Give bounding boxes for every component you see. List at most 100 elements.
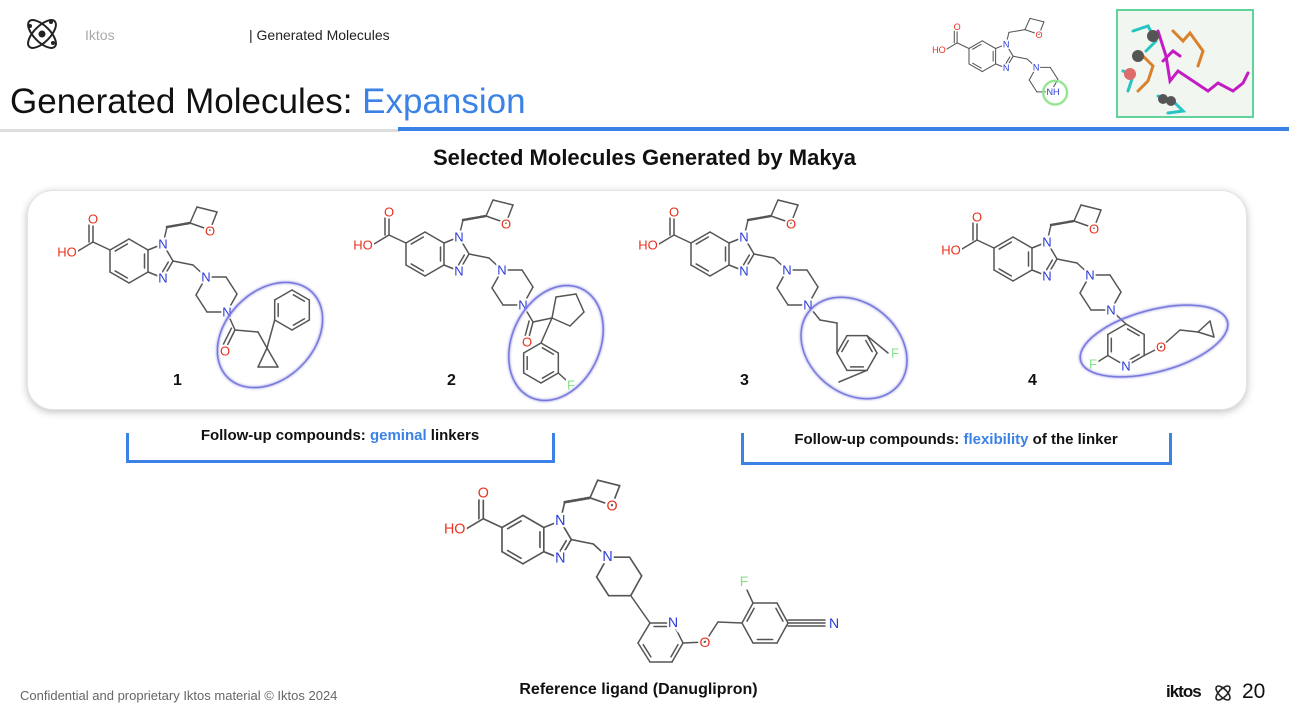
atom-label-nitrogen: N [555, 550, 565, 566]
bond [595, 576, 610, 597]
atom-label-oxygen: O [606, 499, 617, 515]
bond [670, 643, 679, 658]
title-rule-gray [0, 129, 400, 132]
bond [506, 520, 522, 530]
reference-ligand-core: HO O N N O N [442, 479, 643, 597]
iktos-footer-icon [1215, 685, 1231, 701]
bond [482, 517, 503, 529]
atom-label-fluorine: F [740, 573, 749, 589]
bond [1038, 21, 1045, 36]
bond [589, 496, 613, 507]
bond [522, 550, 545, 565]
atom-label-nitrogen: N [1003, 39, 1010, 49]
bond [682, 641, 706, 644]
molecule-number: 2 [447, 372, 456, 389]
bond [741, 622, 754, 644]
bond [946, 42, 958, 50]
bracket-accent: flexibility [963, 431, 1029, 448]
bond [506, 549, 522, 560]
bond [501, 514, 524, 529]
bond [1026, 58, 1037, 68]
bond [704, 621, 719, 643]
atom-label-nitrogen: N [555, 513, 565, 529]
section-subtitle: Selected Molecules Generated by Makya [432, 145, 857, 170]
molecule-number: 3 [740, 372, 749, 389]
bond [1005, 43, 1014, 57]
bond [1029, 17, 1045, 23]
footer-brand: iktos [1166, 682, 1202, 701]
bond [956, 42, 970, 50]
bond [596, 479, 621, 487]
bracket-geminal [126, 433, 555, 463]
brand-name: Iktos [85, 27, 115, 43]
bracket-suffix: of the linker [1028, 431, 1118, 448]
bracket-accent: geminal [369, 427, 427, 444]
bond [981, 63, 997, 73]
bond [1008, 29, 1026, 33]
atom-label-nitrogen: N [1003, 63, 1010, 73]
bond [972, 43, 982, 50]
bond [1024, 29, 1040, 36]
bond [570, 538, 595, 545]
molecule-number: 1 [173, 372, 182, 389]
bond [746, 607, 755, 622]
bond [775, 607, 784, 622]
bond [592, 543, 609, 559]
atom-label-hydroxyl: HO [444, 522, 465, 538]
bond [1024, 17, 1031, 31]
bond [558, 539, 568, 554]
iktos-logo-icon [27, 19, 57, 49]
title-accent: Expansion [362, 82, 526, 121]
bond [671, 642, 684, 663]
atom-label-oxygen: O [478, 485, 489, 501]
bond [1028, 79, 1038, 93]
bracket-flexibility [741, 433, 1172, 465]
bond [595, 556, 609, 578]
page-title: Generated Molecules: Expansion [10, 82, 526, 122]
confidentiality-notice: Confidential and proprietary Iktos mater… [20, 688, 338, 703]
bracket-suffix: linkers [426, 427, 480, 444]
bracket-label-flexibility: Follow-up compounds: flexibility of the … [742, 431, 1170, 448]
bond [672, 622, 684, 644]
bond [637, 642, 651, 663]
bond [717, 621, 743, 624]
bracket-label-geminal: Follow-up compounds: geminal linkers [127, 427, 553, 444]
bond [1049, 66, 1059, 80]
atom-label-oxygen: O [1035, 30, 1042, 40]
bond [776, 622, 789, 644]
bond [995, 43, 1007, 50]
bond [972, 62, 982, 69]
reference-ligand-tail: N O F N [630, 571, 841, 663]
title-rule-blue [398, 127, 1289, 131]
bond [563, 496, 592, 504]
bond [629, 575, 643, 597]
title-main: Generated Molecules: [10, 82, 363, 121]
bond [628, 556, 643, 577]
bond [741, 602, 754, 624]
page-number: 20 [1242, 680, 1266, 703]
bond [637, 622, 651, 644]
bond [1050, 78, 1059, 93]
bond [1005, 55, 1014, 69]
atom-label-nitrogen: N [602, 549, 612, 565]
hit-circle [1042, 79, 1068, 106]
molecule-number: 4 [1028, 372, 1037, 389]
bond [611, 484, 621, 507]
atom-label-oxygen: O [700, 634, 711, 650]
bond [746, 589, 754, 604]
atom-label-nitrogen: N [829, 615, 839, 631]
bond [1028, 66, 1037, 81]
bond [589, 479, 599, 499]
bond [1004, 56, 1011, 66]
reference-ligand-caption: Reference ligand (Danuglipron) [519, 681, 758, 698]
atom-label-nitrogen: N [668, 614, 678, 630]
atom-label-amine: NH [1046, 87, 1059, 97]
bracket-prefix: Follow-up compounds: [794, 431, 964, 448]
bond [995, 63, 1007, 69]
bond [968, 63, 983, 73]
bond [559, 538, 573, 560]
bond [642, 643, 652, 658]
bond [522, 514, 545, 529]
bond [1005, 31, 1010, 45]
